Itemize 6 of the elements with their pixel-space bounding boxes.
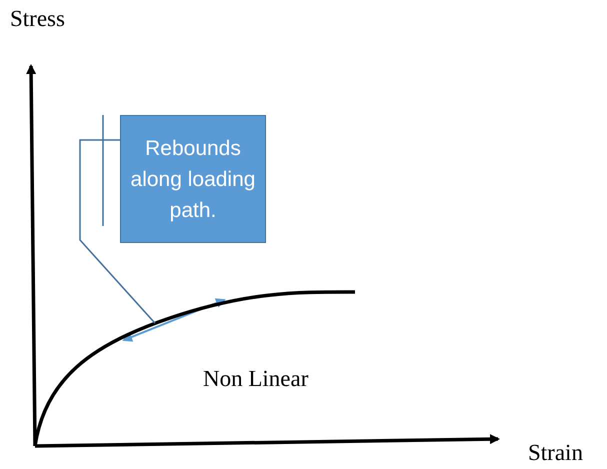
- stress-strain-curve: [33, 290, 355, 446]
- leader-line: [79, 139, 156, 324]
- axis-label: Strain: [528, 440, 583, 466]
- axis-label: Stress: [10, 6, 65, 32]
- callout-box: Rebounds along loading path.: [120, 115, 266, 243]
- curve-label: Non Linear: [203, 366, 308, 392]
